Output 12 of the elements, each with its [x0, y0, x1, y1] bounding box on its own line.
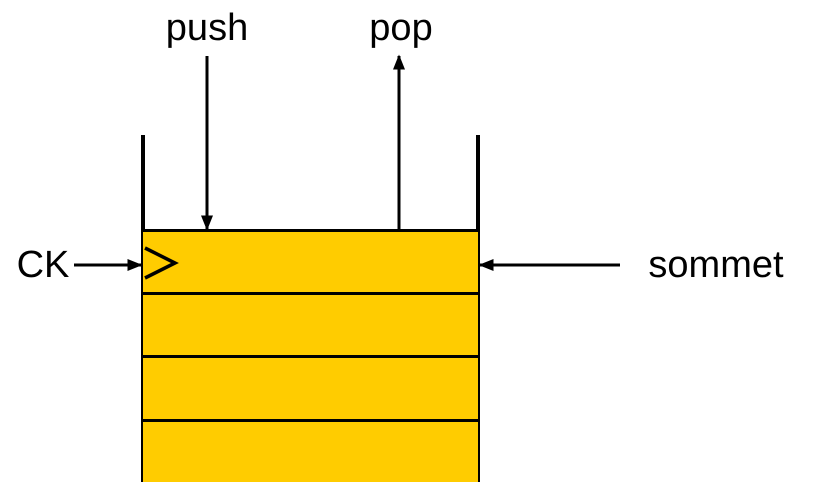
label-text: CK — [16, 244, 70, 286]
stack-slot — [143, 355, 478, 421]
arrow — [478, 259, 620, 271]
arrow — [393, 54, 405, 229]
stack-slot — [143, 292, 478, 358]
label-text: push — [166, 7, 248, 49]
stack-slot — [143, 419, 478, 482]
label-text: pop — [369, 7, 433, 49]
stack-slot — [143, 229, 478, 295]
arrow — [74, 259, 142, 271]
label-text: sommet — [648, 244, 784, 286]
arrow — [201, 56, 213, 230]
